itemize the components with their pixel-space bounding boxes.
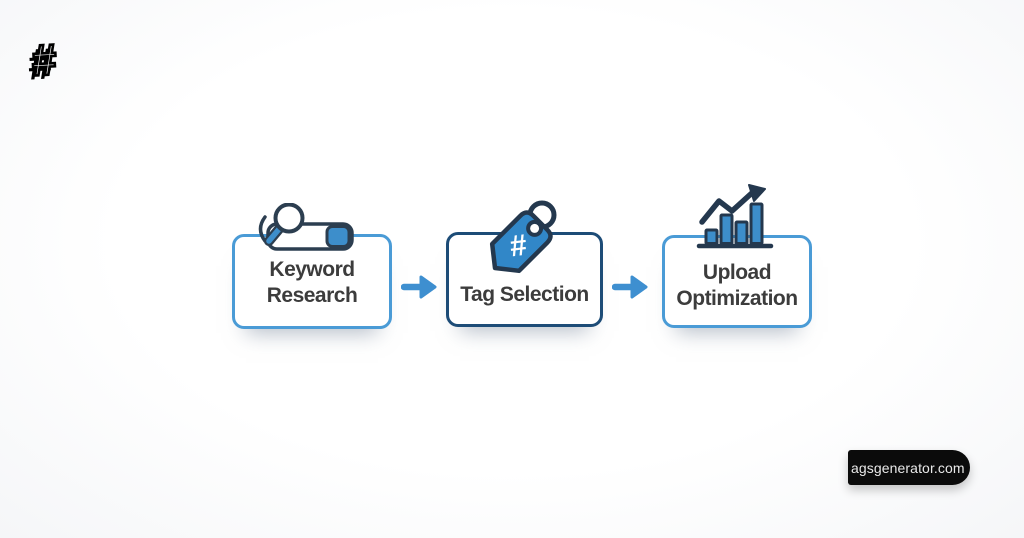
flow-arrow-icon bbox=[401, 275, 437, 299]
step-label-line: Tag Selection bbox=[460, 283, 589, 306]
search-bar-icon bbox=[258, 203, 354, 251]
step-label-keyword-research: Keyword Research bbox=[235, 257, 389, 309]
step-label-upload-optimization: Upload Optimization bbox=[665, 260, 809, 312]
step-label-line: Upload bbox=[702, 261, 772, 284]
growth-chart-icon bbox=[696, 184, 774, 249]
watermark-text: agsgenerator.com bbox=[851, 459, 965, 476]
step-label-line: Keyword bbox=[269, 258, 355, 281]
step-label-line: Research bbox=[266, 284, 358, 307]
hashtag-logo-icon: # # bbox=[27, 34, 82, 90]
flow-arrow-icon bbox=[612, 275, 648, 299]
watermark-badge: agsgenerator.com bbox=[848, 450, 970, 485]
tag-hashtag-glyph: # bbox=[508, 229, 529, 264]
hashtag-tag-icon: # bbox=[489, 200, 557, 274]
step-label-line: Optimization bbox=[676, 287, 798, 310]
step-box-upload-optimization: Upload Optimization bbox=[662, 235, 812, 328]
step-label-tag-selection: Tag Selection bbox=[449, 282, 600, 308]
hashtag-logo-face: # bbox=[29, 34, 59, 87]
